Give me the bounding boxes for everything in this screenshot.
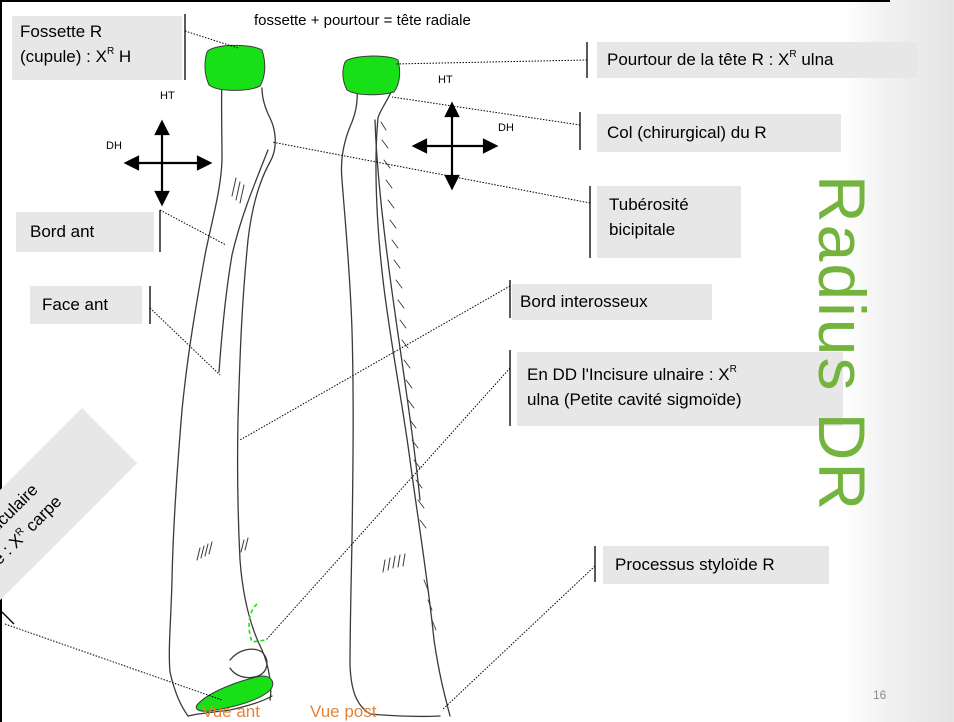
fossette-green-surface xyxy=(205,45,265,90)
face-ant-label: Face ant xyxy=(30,286,142,324)
bord-ant-label: Bord ant xyxy=(16,212,154,252)
anterior-carpal-contour xyxy=(230,649,267,677)
leader-col xyxy=(392,97,580,125)
leader-bord-interosseux xyxy=(240,286,510,440)
anterior-radius-outline xyxy=(169,80,275,716)
leader-incisure-carpienne xyxy=(5,624,222,700)
top-caption: fossette + pourtour = tête radiale xyxy=(254,12,471,29)
direction-cross-left xyxy=(126,122,210,204)
leader-pourtour xyxy=(395,60,587,64)
posterior-border-hatch xyxy=(381,122,436,630)
incisure-ulnaire-label: En DD l'Incisure ulnaire : XR ulna (Peti… xyxy=(517,352,843,426)
fossette-label: Fossette R (cupule) : XR H xyxy=(12,16,182,80)
tuberosite-label-line1: Tubérosité xyxy=(609,192,729,217)
incisure-ulnaire-line2: ulna (Petite cavité sigmoïde) xyxy=(527,387,833,412)
posterior-distal-end xyxy=(370,714,440,716)
dh-label-right: DH xyxy=(498,122,514,134)
leader-face-ant xyxy=(150,308,220,375)
col-label: Col (chirurgical) du R xyxy=(597,114,841,152)
processus-label: Processus styloïde R xyxy=(603,546,829,584)
leader-tuberosite xyxy=(272,142,590,203)
page-number: 16 xyxy=(873,688,886,702)
fossette-label-line1: Fossette R xyxy=(20,19,174,44)
ht-label-left: HT xyxy=(160,90,175,102)
leader-processus xyxy=(442,566,595,710)
posterior-inner-line xyxy=(375,120,420,500)
leader-incisure-ulnaire xyxy=(266,368,510,640)
view-label-anterior: Vue ant xyxy=(202,702,260,722)
pourtour-label: Pourtour de la tête R : XR ulna xyxy=(597,42,917,78)
pourtour-green-surface xyxy=(343,56,400,95)
incisure-ulnaire-line1: En DD l'Incisure ulnaire : XR xyxy=(527,362,833,387)
view-label-posterior: Vue post xyxy=(310,702,376,722)
ht-label-right: HT xyxy=(438,74,453,86)
fossette-label-line2: (cupule) : XR H xyxy=(20,44,174,69)
direction-cross-right xyxy=(414,104,496,188)
dh-label-left: DH xyxy=(106,140,122,152)
posterior-radius-outline xyxy=(341,88,450,716)
tuberosite-label: Tubérosité bicipitale xyxy=(597,186,741,258)
leader-bord-ant xyxy=(160,210,226,245)
posterior-hatch-distal xyxy=(383,554,405,572)
slide-title-vertical: Radius DR xyxy=(804,175,880,512)
bord-interosseux-label: Bord interosseux xyxy=(512,284,712,320)
tuberosite-label-line2: bicipitale xyxy=(609,217,729,242)
